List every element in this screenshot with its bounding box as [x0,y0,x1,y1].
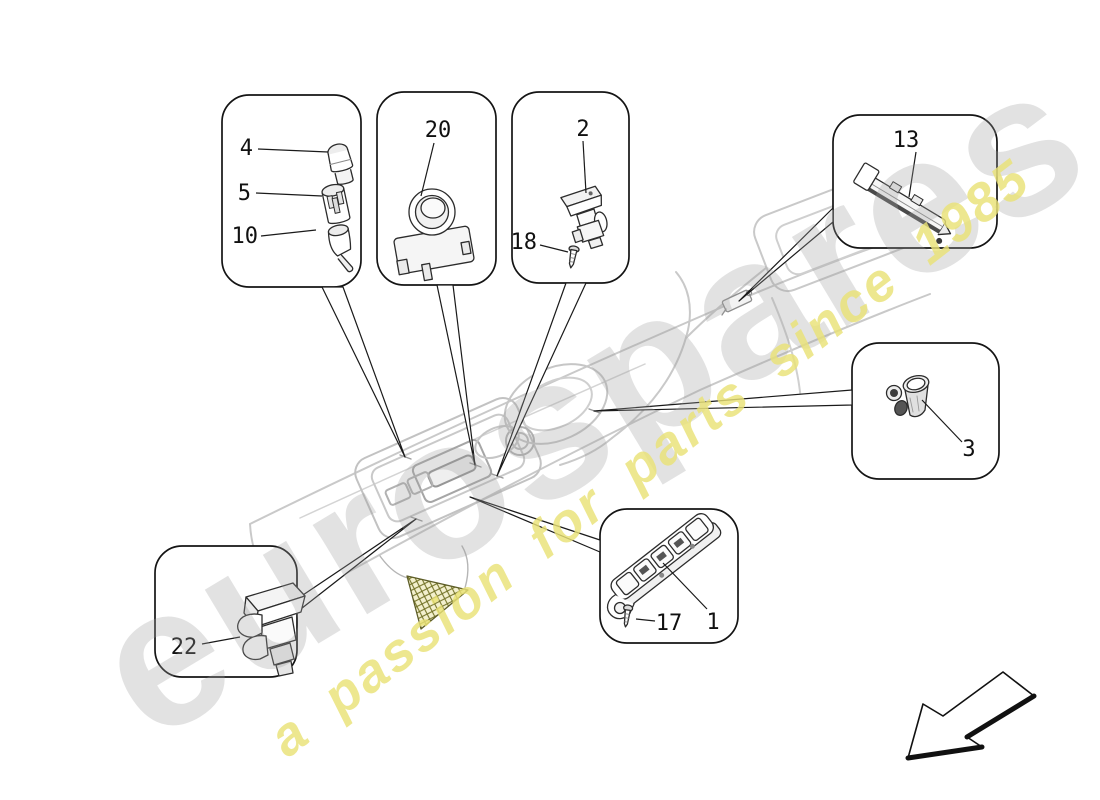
direction-arrow-icon [905,671,1037,761]
callout-box-console-lamps [221,94,362,288]
part-label-13: 13 [893,128,920,153]
leader-wedge-rotary [436,284,476,466]
part-4-lamp [327,143,354,185]
part-20-rotary-selector [393,188,475,282]
label-line-5 [255,192,323,197]
part-label-18: 18 [511,230,538,255]
label-line-10 [260,229,317,237]
leader-wedge-power-socket [593,389,853,412]
part-number-labels: 4 5 10 20 2 18 13 3 1 17 22 [171,117,976,660]
part-1-button-strip [606,513,722,620]
part-5-bulb-holder [321,183,351,225]
console-illustration [249,169,989,630]
part-13-rear-switch-panel [853,162,952,244]
part-label-17: 17 [656,611,683,636]
label-line-4 [257,148,329,153]
part-label-2: 2 [576,117,589,142]
label-line-18 [539,244,569,253]
callout-box-power-socket [851,342,1000,480]
part-10-elbow-socket [327,224,354,273]
leader-wedges [296,207,853,613]
leader-wedge-front-switch [296,518,417,613]
callout-box-rear-switch-panel [832,114,998,249]
label-line-2 [582,140,587,194]
part-label-10: 10 [232,224,259,249]
net-pocket [379,545,469,630]
part-22-front-switch [237,582,306,677]
label-line-13 [908,151,917,198]
label-line-17 [635,618,656,622]
part-label-4: 4 [240,136,253,161]
leader-wedge-button-strip [469,496,601,553]
part-label-3: 3 [962,437,975,462]
leader-wedge-lamps [321,286,406,458]
shifter-plate [354,397,542,539]
leader-wedge-switch2 [496,282,587,477]
part-label-5: 5 [238,181,251,206]
leader-wedge-rear-panel [738,207,834,302]
part-label-22: 22 [171,635,198,660]
part-18-screw [568,245,580,269]
label-lines [201,140,963,645]
label-line-1 [662,562,708,610]
label-line-3 [921,399,963,443]
label-line-20 [420,142,435,197]
part-label-1: 1 [706,610,719,635]
label-line-22 [201,636,241,645]
part-2-switch [560,185,608,250]
part-drawings [237,143,952,677]
part-3-power-socket [885,374,930,418]
part-17-screw [622,604,634,628]
part-label-20: 20 [425,118,452,143]
